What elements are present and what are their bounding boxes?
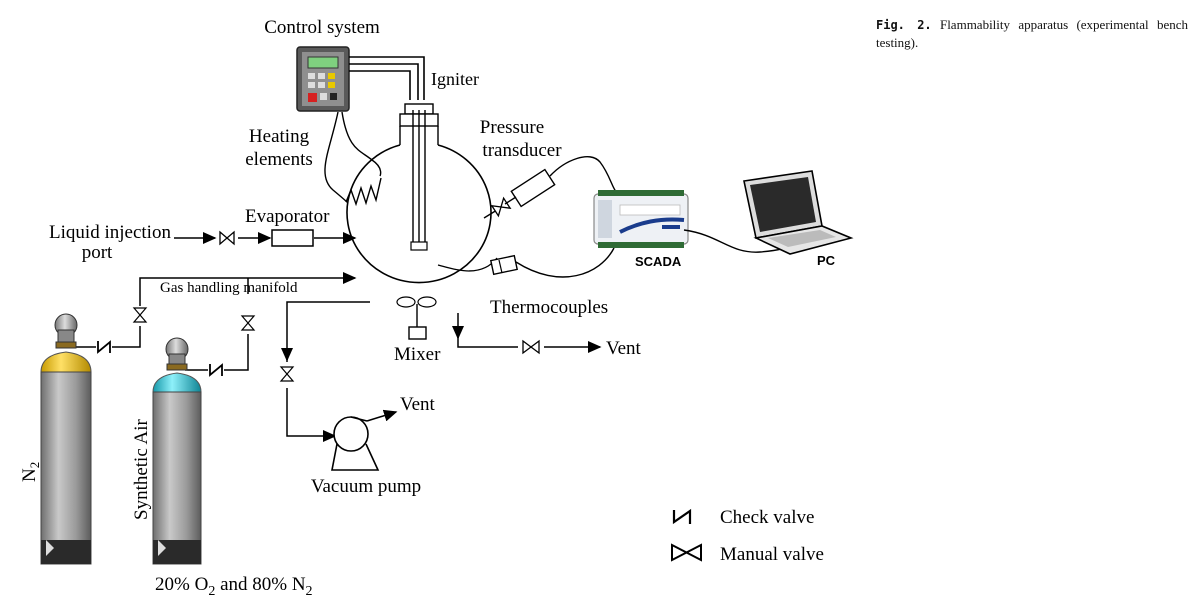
vacuum-line	[281, 301, 398, 442]
thermocouple-signal-wire	[515, 247, 615, 278]
legend-manual-valve-label: Manual valve	[720, 544, 824, 565]
vacuum-pump-label: Vacuum pump	[311, 476, 421, 497]
apparatus-diagram: Control system Igniter Heating elements	[19, 17, 854, 599]
heating-elements-label-line1: Heating	[249, 126, 310, 147]
igniter-label: Igniter	[431, 69, 479, 89]
thermocouples-label: Thermocouples	[490, 297, 608, 318]
control-system-label: Control system	[264, 17, 380, 38]
pc-laptop	[743, 170, 854, 255]
mixer	[408, 326, 427, 340]
mixture-o2-text: 20% O	[155, 574, 208, 595]
mixture-n2-text: and 80% N	[215, 574, 306, 595]
scada-label: SCADA	[635, 254, 682, 269]
control-system: Control system	[264, 17, 380, 112]
scada-unit	[593, 190, 689, 248]
heating-elements-label-line2: elements	[245, 149, 313, 170]
reaction-flask	[346, 103, 498, 330]
air-feed-line	[185, 334, 249, 371]
vent-line-upper	[452, 313, 602, 353]
liquid-injection-manual-valve	[219, 230, 235, 246]
pressure-signal-wire	[549, 156, 618, 194]
air-check-valve	[209, 363, 223, 377]
synthetic-air-label: Synthetic Air	[131, 419, 152, 520]
n2-feed-line	[75, 326, 141, 348]
legend: Check valve Manual valve	[671, 507, 824, 565]
mixture-n2-subscript: 2	[306, 584, 313, 599]
liquid-injection-label-line1: Liquid injection	[49, 222, 171, 243]
evaporator	[271, 229, 314, 247]
vent-manual-valve	[522, 339, 540, 355]
n2-cylinder	[40, 313, 92, 565]
gas-handling-manifold	[139, 272, 357, 306]
pressure-transducer-label-line1: Pressure	[480, 117, 544, 138]
vacuum-manual-valve	[279, 366, 295, 382]
vent-label-lower: Vent	[400, 394, 436, 415]
vacuum-pump	[331, 416, 380, 471]
figure-label: Fig. 2.	[876, 18, 932, 32]
igniter-wires	[349, 56, 425, 100]
legend-manual-valve-icon	[671, 543, 702, 562]
legend-check-valve-icon	[672, 508, 692, 525]
figure-caption: Fig. 2. Flammability apparatus (experime…	[876, 16, 1188, 52]
figure-caption-text: Flammability apparatus (experimental ben…	[876, 17, 1189, 50]
pressure-transducer	[483, 168, 556, 219]
n2-label-subscript: 2	[27, 462, 42, 469]
synthetic-air-cylinder	[152, 337, 202, 565]
pressure-transducer-label-line2: transducer	[482, 140, 562, 161]
n2-manual-valve	[132, 307, 148, 323]
mixer-label: Mixer	[394, 344, 441, 365]
pc-label: PC	[817, 253, 836, 268]
thermocouple-fitting	[489, 254, 519, 276]
n2-check-valve	[97, 340, 111, 354]
mixture-composition-label: 20% O2 and 80% N2	[155, 574, 313, 599]
n2-label-main: N	[19, 468, 40, 482]
n2-cylinder-label: N2	[19, 462, 42, 482]
air-manual-valve	[240, 315, 256, 331]
legend-check-valve-label: Check valve	[720, 507, 814, 528]
vent-label-upper: Vent	[606, 338, 642, 359]
liquid-injection-label-line2: port	[82, 242, 113, 263]
gas-handling-manifold-label: Gas handling manifold	[160, 280, 298, 296]
heating-element-coil	[345, 177, 382, 207]
mixture-o2-subscript: 2	[208, 584, 215, 599]
evaporator-label: Evaporator	[245, 206, 330, 227]
